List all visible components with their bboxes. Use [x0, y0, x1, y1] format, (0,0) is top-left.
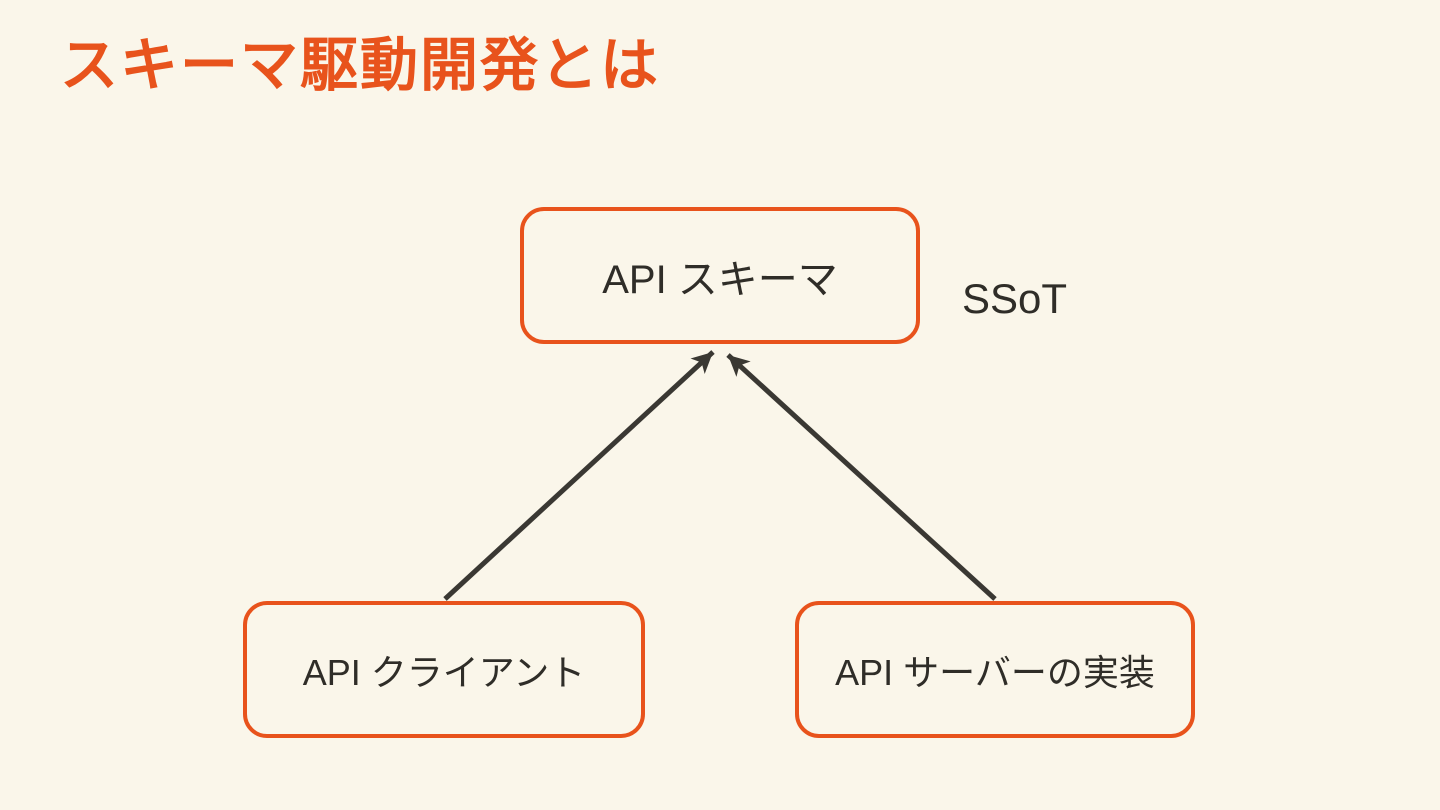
- annotation-ssot: SSoT: [962, 275, 1068, 322]
- node-api-server-label: API サーバーの実装: [835, 651, 1155, 693]
- node-api-schema-label: API スキーマ: [602, 257, 838, 302]
- node-api-client-label: API クライアント: [302, 651, 586, 693]
- node-api-server: API サーバーの実装: [795, 601, 1195, 738]
- arrow-server-to-schema: [726, 353, 997, 601]
- node-api-client: API クライアント: [243, 601, 645, 738]
- node-api-schema: API スキーマ: [520, 207, 920, 344]
- slide-title: スキーマ駆動開発とは: [60, 33, 661, 98]
- arrow-client-to-schema: [443, 350, 715, 601]
